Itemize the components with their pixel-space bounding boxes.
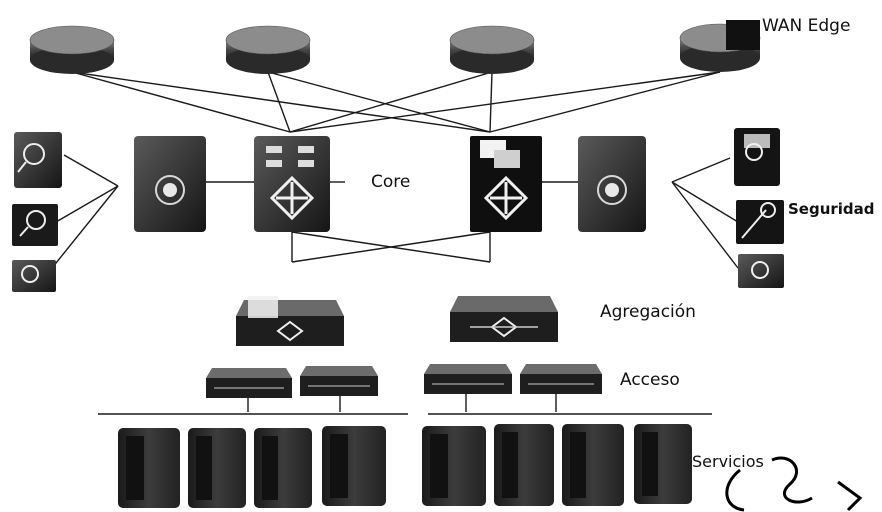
- multilayer-switch-icon: [578, 136, 646, 232]
- server-icon: [118, 428, 180, 508]
- server-icon: [322, 426, 386, 506]
- security-appliance-icon: [738, 254, 784, 288]
- router-icon: [29, 25, 115, 74]
- aggregation-switch-icon: [450, 296, 558, 342]
- security-left: [12, 132, 62, 292]
- access-switch-icon: [520, 364, 602, 394]
- security-right: [734, 128, 784, 288]
- label-wan-edge: WAN Edge: [762, 16, 851, 36]
- aggregation-layer: [236, 296, 558, 346]
- core-layer: [134, 136, 646, 232]
- link-wan-core: [289, 71, 721, 133]
- server-icon: [422, 426, 486, 506]
- scribble-mark: [725, 456, 863, 512]
- server-icon: [188, 428, 246, 508]
- link-core-aggregation: [291, 231, 491, 263]
- link-wan-core: [489, 71, 721, 133]
- server-icon: [562, 424, 624, 506]
- link-wan-core: [489, 71, 493, 133]
- router-icon: [225, 25, 311, 74]
- multilayer-switch-icon: [470, 136, 542, 232]
- access-switch-icon: [300, 366, 378, 396]
- router-icon: [449, 25, 535, 74]
- link-wan-core: [71, 71, 291, 133]
- security-appliance-icon: [734, 128, 780, 186]
- label-servicios: Servicios: [692, 452, 764, 471]
- access-layer: [206, 364, 602, 398]
- link-security: [671, 181, 739, 269]
- security-appliance-icon: [12, 260, 56, 292]
- server-icon: [254, 428, 312, 508]
- label-acceso: Acceso: [620, 370, 680, 390]
- label-agregacion: Agregación: [600, 302, 696, 322]
- security-appliance-icon: [14, 132, 62, 188]
- access-switch-icon: [206, 368, 292, 398]
- server-icon: [634, 424, 692, 504]
- label-core: Core: [371, 172, 411, 192]
- router-icon: [679, 20, 761, 72]
- security-appliance-icon: [12, 204, 58, 246]
- link-security: [51, 185, 119, 269]
- link-security: [671, 181, 739, 223]
- link-security: [55, 185, 119, 223]
- server-icon: [494, 424, 554, 506]
- link-security: [63, 154, 119, 187]
- aggregation-switch-icon: [236, 296, 344, 346]
- link-wan-core: [289, 71, 493, 133]
- multilayer-switch-icon: [254, 136, 330, 232]
- wan-edge-routers: [29, 20, 761, 74]
- link-wan-core: [267, 71, 291, 133]
- services-layer: [118, 424, 692, 508]
- security-appliance-icon: [736, 200, 784, 244]
- access-switch-icon: [424, 364, 512, 394]
- link-security: [671, 157, 731, 183]
- link-wan-core: [267, 71, 491, 133]
- label-seguridad: Seguridad: [788, 200, 875, 218]
- multilayer-switch-icon: [134, 136, 206, 232]
- link-wan-core: [71, 71, 491, 133]
- links: [51, 71, 739, 415]
